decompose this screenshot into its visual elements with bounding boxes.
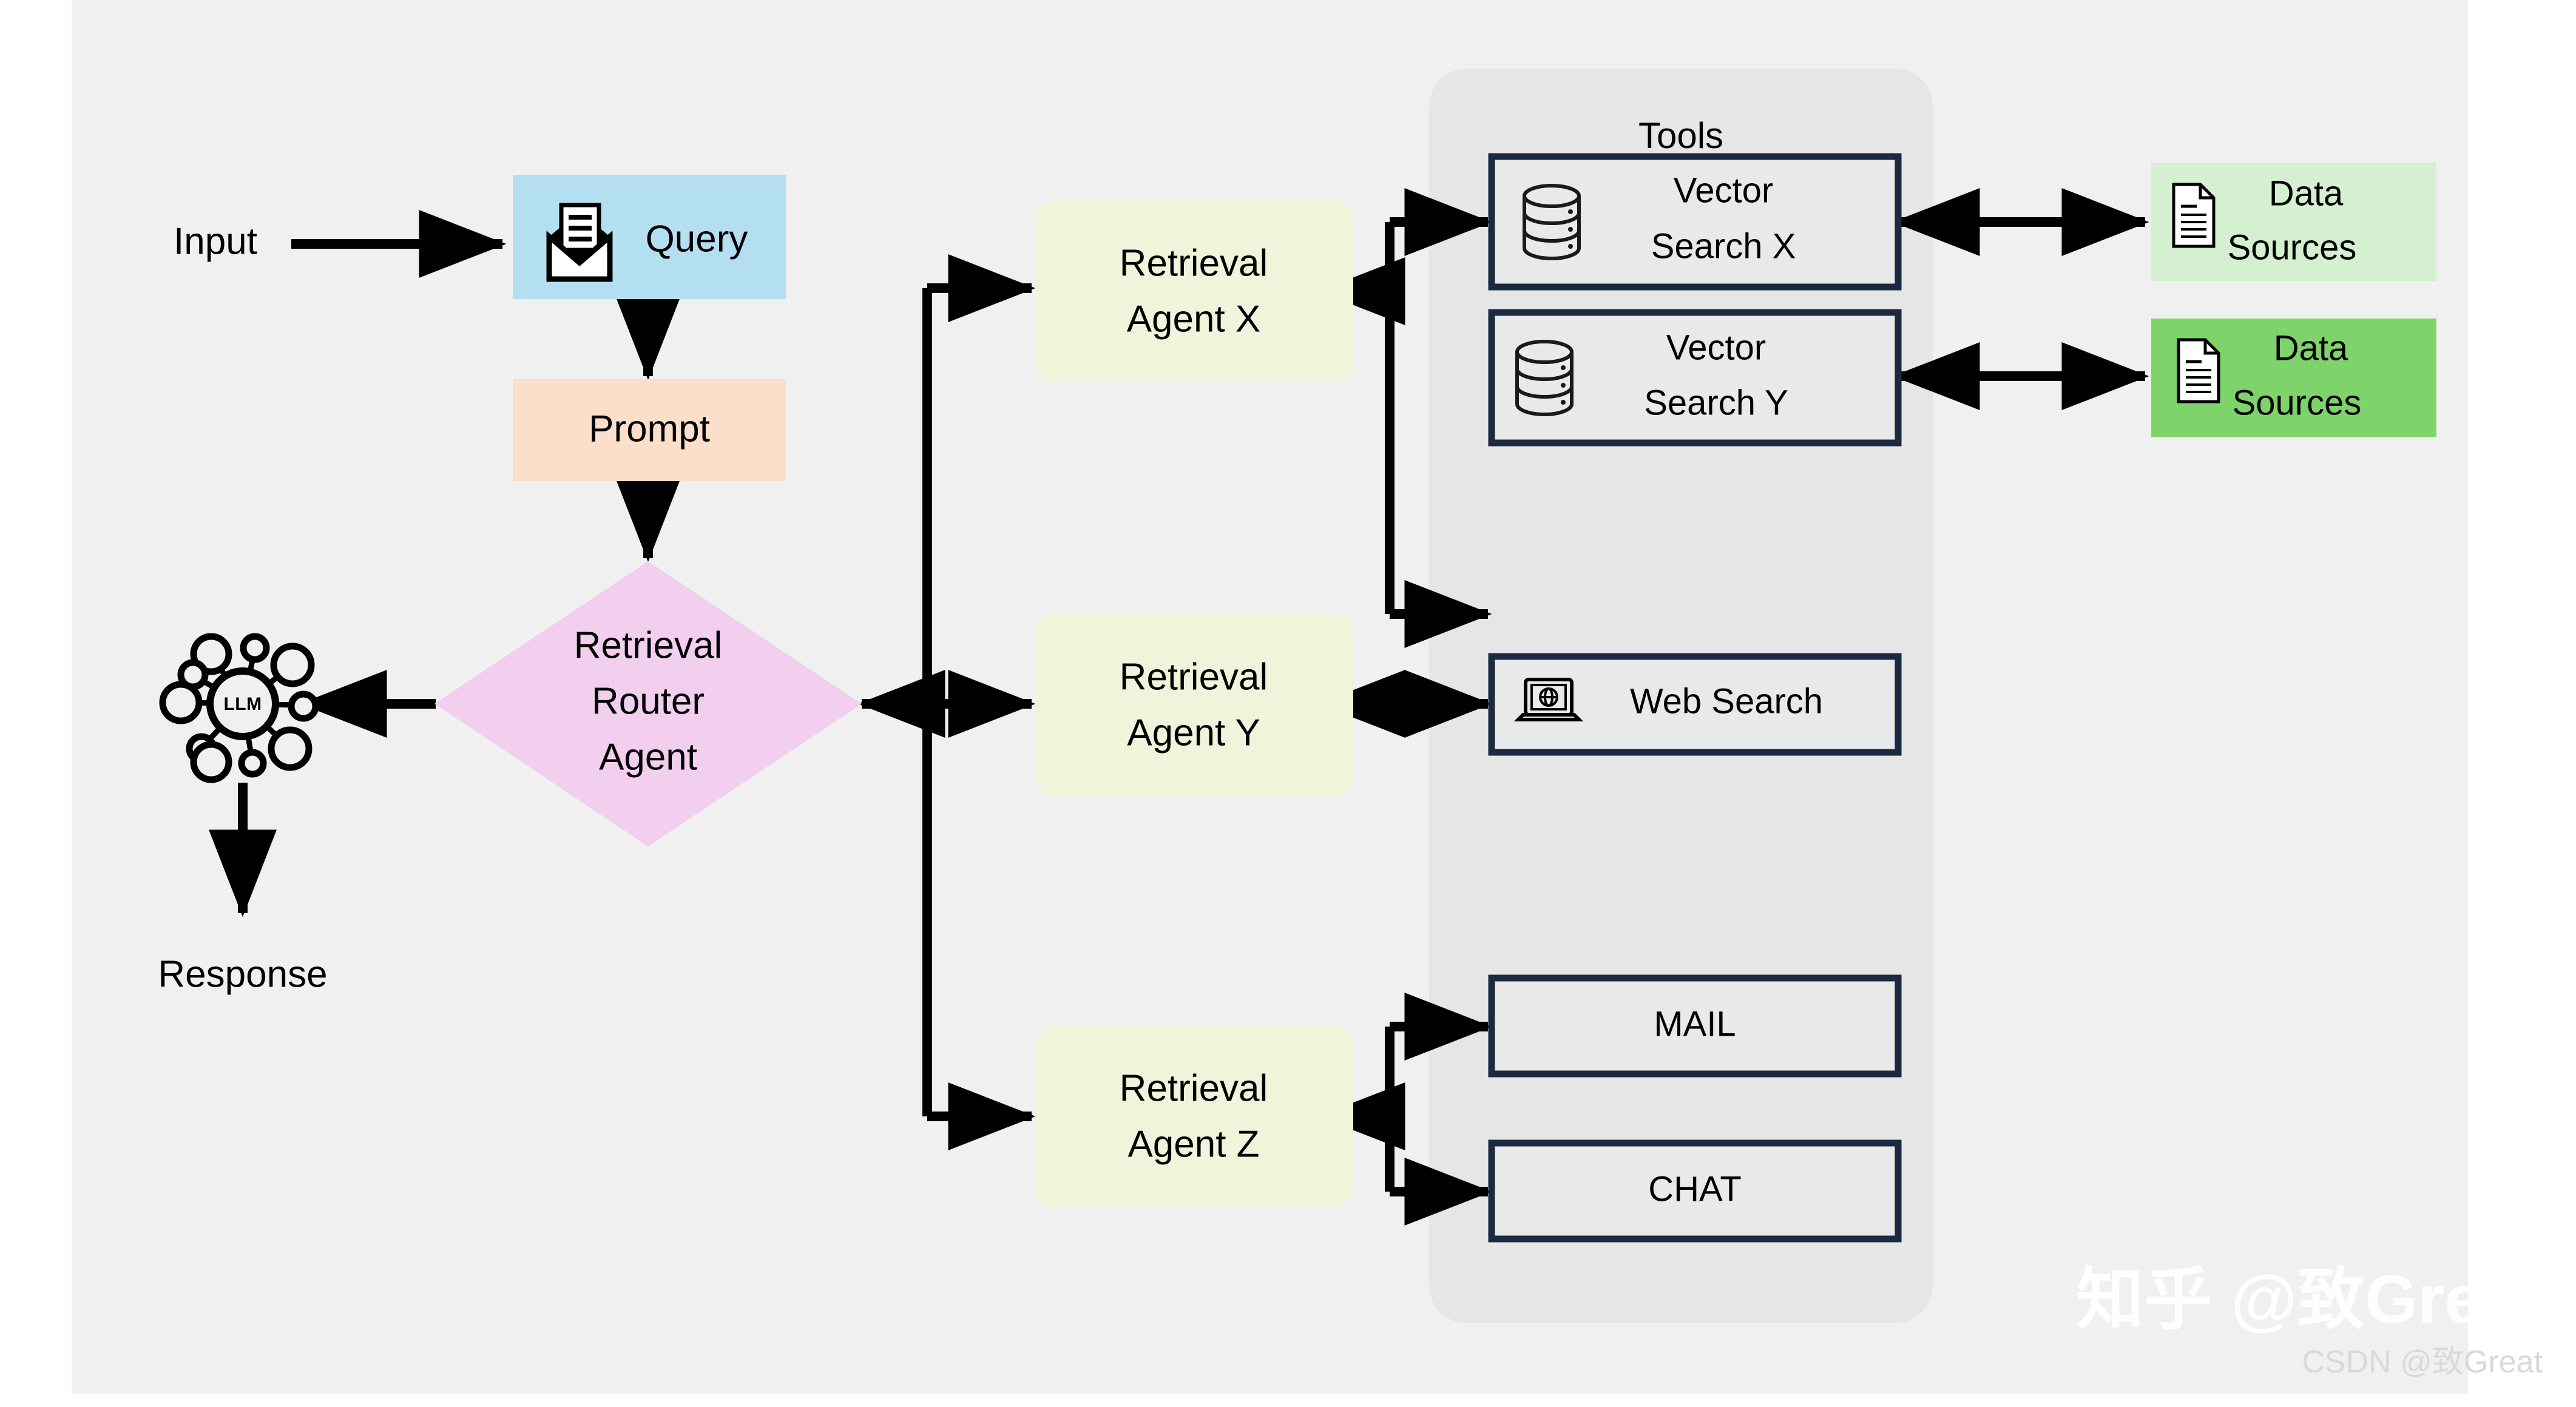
data-sources-strong-label-line-2: Sources — [2233, 383, 2362, 422]
vector-search-x-label-line-1: Vector — [1674, 170, 1773, 210]
connector-layer — [209, 188, 2149, 1226]
data-sources-light-label-line-1: Data — [2269, 174, 2344, 213]
chat-box[interactable] — [1488, 1139, 1902, 1243]
data-sources-strong-label-line-1: Data — [2274, 328, 2348, 368]
document-icon — [2172, 183, 2216, 248]
watermark-secondary: CSDN @致Great — [2302, 1345, 2543, 1380]
agent-z-label-line-2: Agent Z — [1127, 1123, 1259, 1165]
mail-box[interactable] — [1488, 974, 1902, 1078]
laptop-globe-icon — [1513, 678, 1584, 721]
agent-x-label-line-1: Retrieval — [1120, 242, 1268, 284]
watermark-primary: 知乎 @致Great — [2076, 1261, 2543, 1337]
chat-label: CHAT — [1648, 1169, 1742, 1209]
data-sources-strong-node[interactable]: Data Sources — [2151, 319, 2436, 437]
router-label-line-3: Agent — [599, 736, 697, 778]
router-diamond[interactable] — [434, 561, 862, 846]
prompt-node[interactable]: Prompt — [513, 379, 786, 481]
retrieval-agent-y-node[interactable]: Retrieval Agent Y — [1035, 614, 1353, 796]
agent-x-label-line-2: Agent X — [1127, 298, 1261, 340]
query-label: Query — [646, 218, 748, 260]
database-cylinder-icon — [1515, 340, 1574, 416]
vector-search-x-label-line-2: Search X — [1651, 226, 1796, 266]
router-label-line-2: Router — [592, 680, 705, 722]
query-node[interactable]: Query — [513, 175, 786, 299]
vector-search-y-label-line-2: Search Y — [1644, 383, 1788, 422]
agent-z-label-line-1: Retrieval — [1120, 1067, 1268, 1109]
agent-z-box[interactable] — [1035, 1025, 1353, 1207]
data-sources-light-label-line-2: Sources — [2228, 228, 2357, 267]
agent-x-box[interactable] — [1035, 200, 1353, 382]
tool-chat[interactable]: CHAT — [1488, 1139, 1902, 1243]
prompt-box[interactable] — [513, 379, 786, 481]
retrieval-router-agent-node[interactable]: Retrieval Router Agent — [434, 561, 862, 846]
tool-vector-search-y[interactable]: Vector Search Y — [1488, 309, 1902, 447]
vector-search-y-label-line-1: Vector — [1666, 328, 1766, 367]
llm-hub-network-icon: LLM — [159, 633, 319, 783]
retrieval-agent-x-node[interactable]: Retrieval Agent X — [1035, 200, 1353, 382]
mail-label: MAIL — [1654, 1004, 1736, 1044]
document-icon — [2177, 338, 2220, 403]
tool-web-search[interactable]: Web Search — [1488, 653, 1902, 756]
retrieval-agent-z-node[interactable]: Retrieval Agent Z — [1035, 1025, 1353, 1207]
input-label: Input — [174, 220, 257, 262]
llm-core-circle — [206, 667, 279, 740]
response-label: Response — [158, 953, 327, 995]
web-search-box[interactable] — [1488, 653, 1902, 756]
tools-panel-title: Tools — [1638, 115, 1723, 156]
tool-vector-search-x[interactable]: Vector Search X — [1488, 153, 1902, 291]
data-sources-light-node[interactable]: Data Sources — [2151, 163, 2436, 281]
agent-y-box[interactable] — [1035, 614, 1353, 796]
database-cylinder-icon — [1523, 184, 1581, 260]
router-label-line-1: Retrieval — [574, 624, 723, 666]
prompt-label: Prompt — [589, 408, 710, 450]
llm-core-label: LLM — [223, 694, 262, 714]
agent-y-label-line-2: Agent Y — [1127, 712, 1260, 754]
envelope-document-icon — [546, 203, 613, 282]
tool-mail[interactable]: MAIL — [1488, 974, 1902, 1078]
agent-y-label-line-1: Retrieval — [1120, 656, 1268, 698]
web-search-label: Web Search — [1630, 681, 1823, 721]
